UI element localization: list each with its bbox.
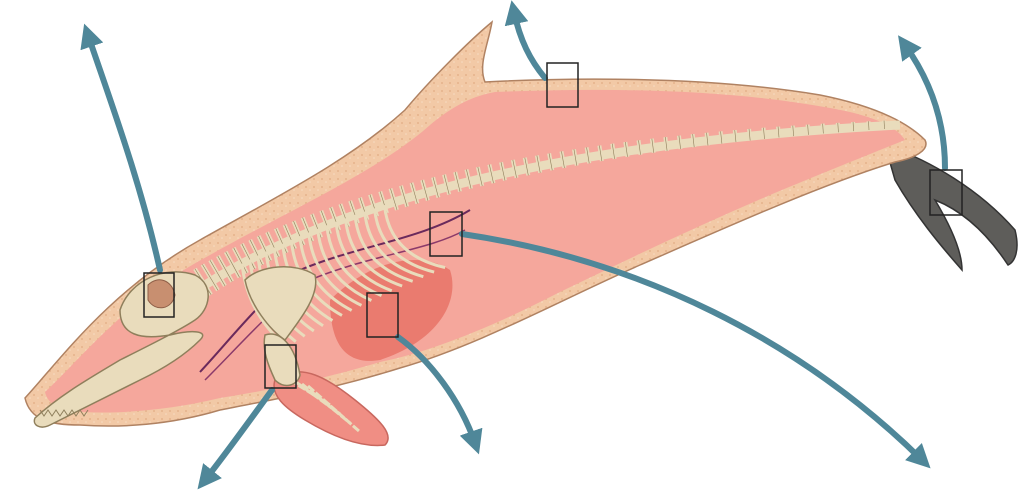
vertebra-outline xyxy=(586,147,590,164)
brain xyxy=(147,279,176,309)
vertebra-outline xyxy=(611,143,615,159)
callout-box-vessels[interactable] xyxy=(429,211,463,257)
vertebra-outline xyxy=(763,127,765,140)
rib xyxy=(343,218,403,288)
arrow-brain xyxy=(80,23,163,273)
vertebra-outline xyxy=(432,177,439,198)
vertebra-outline xyxy=(822,123,824,134)
vertebra-outline xyxy=(266,232,279,257)
rib xyxy=(307,232,363,307)
rib xyxy=(334,221,393,293)
vertebra-outline xyxy=(202,264,219,291)
arrow-muscle xyxy=(395,334,483,455)
vertebra-outline xyxy=(489,164,494,184)
vertebra-outline xyxy=(548,153,553,171)
vertebra-outline xyxy=(777,126,780,138)
vertebra-outline xyxy=(466,169,472,189)
rib xyxy=(316,228,373,302)
vertebra-outline xyxy=(536,155,541,173)
vertebra-outline xyxy=(512,159,517,178)
vertebra-outline xyxy=(258,235,271,261)
vertebra-outline xyxy=(209,260,226,287)
vertebra-outline xyxy=(390,188,398,211)
vertebra-outline xyxy=(400,185,408,207)
vertebra-outline xyxy=(284,224,296,250)
vertebra-outline xyxy=(638,140,641,155)
callout-box-brain[interactable] xyxy=(143,272,175,318)
vertebra-outline xyxy=(852,122,854,132)
humerus xyxy=(263,333,301,387)
arrow-dorsal xyxy=(504,0,548,81)
vertebral-column xyxy=(202,120,901,289)
vertebra-outline xyxy=(443,174,450,195)
rib xyxy=(363,211,424,279)
vertebra-outline xyxy=(217,255,233,282)
vertebra-outline xyxy=(651,138,655,153)
vertebra-outline xyxy=(275,228,287,253)
callout-box-fluke[interactable] xyxy=(929,169,963,216)
vertebra-outline xyxy=(692,134,695,148)
skull xyxy=(33,271,209,428)
vertebra-outline xyxy=(233,247,248,274)
vertebra-outline xyxy=(625,141,628,157)
vertebra-outline xyxy=(734,130,737,143)
vertebra-outline xyxy=(792,125,794,137)
rib xyxy=(325,225,383,297)
vertebra-outline xyxy=(748,128,751,141)
vertebra-outline xyxy=(241,243,255,270)
vertebra-outline xyxy=(665,137,668,151)
vertebra-outline xyxy=(706,132,709,146)
rib xyxy=(372,208,435,274)
vertebra-outline xyxy=(807,124,809,135)
vertebra-outline xyxy=(837,122,839,133)
vertebra-outline xyxy=(599,145,603,162)
arrow-vessels xyxy=(459,231,931,469)
vertebra-outline xyxy=(411,182,418,204)
arrow-fluke xyxy=(898,35,948,171)
arrow-flipper xyxy=(197,387,275,490)
vertebra-outline xyxy=(225,251,240,278)
rib xyxy=(382,204,446,270)
finger-bone xyxy=(307,384,361,434)
vertebra-outline xyxy=(454,171,461,192)
teeth xyxy=(39,409,89,417)
callout-box-muscle[interactable] xyxy=(366,292,399,338)
vertebra-outline xyxy=(868,121,870,131)
arrows xyxy=(80,0,948,490)
vertebra-outline xyxy=(477,166,483,186)
rib xyxy=(353,214,414,283)
vertebra-outline xyxy=(678,135,681,150)
vertebra-outline xyxy=(524,157,529,176)
scapula xyxy=(244,266,317,342)
callout-box-flipper[interactable] xyxy=(264,344,297,389)
vertebra-outline xyxy=(573,149,578,166)
vertebra-outline xyxy=(720,131,723,144)
callout-box-dorsal[interactable] xyxy=(546,62,579,108)
vertebra-outline xyxy=(249,239,263,265)
vertebra-outline xyxy=(421,179,429,201)
vertebra-outline xyxy=(561,151,565,168)
dolphin-body-flesh xyxy=(45,89,905,413)
tail-fluke xyxy=(883,143,1018,272)
vertebra-outline xyxy=(500,162,506,181)
